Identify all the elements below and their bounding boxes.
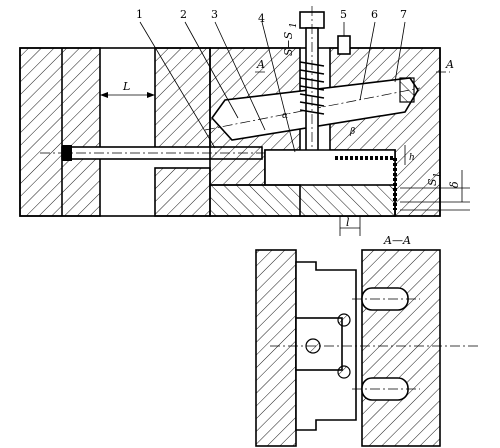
- label-dim-l: l: [346, 216, 350, 229]
- stop-pin: [337, 35, 351, 55]
- label-part-6: 6: [371, 8, 378, 21]
- main-section-view: 1 2 3 4 5 6 7 S−S 1 L A A α β h S 1 δ l: [19, 6, 470, 236]
- label-part-4: 4: [258, 12, 265, 25]
- label-dim-h: h: [409, 153, 415, 163]
- label-s-minus-s1: S−S: [282, 31, 295, 56]
- lower-guide-block: [154, 167, 211, 217]
- leader-lines: [139, 21, 406, 153]
- label-part-1: 1: [136, 8, 143, 21]
- label-dim-s1-sub: 1: [433, 172, 443, 178]
- left-fixed-plate: [19, 47, 101, 217]
- label-section-title: A—A: [383, 234, 411, 247]
- label-angle-beta: β: [349, 127, 355, 137]
- slide-tip: [399, 77, 415, 103]
- label-part-2: 2: [180, 8, 187, 21]
- label-dim-L: L: [122, 80, 130, 93]
- section-pin-top: [337, 313, 351, 327]
- label-angle-alpha: α: [282, 111, 288, 121]
- label-section-a-right: A: [445, 58, 454, 71]
- section-left-wall: [255, 249, 297, 447]
- label-section-a-left: A: [256, 58, 265, 71]
- section-right-wall: [361, 249, 441, 447]
- label-s-minus-s1-sub: 1: [289, 22, 299, 28]
- label-dim-delta: δ: [448, 181, 461, 188]
- molded-part: [335, 156, 397, 210]
- ejector-guide-plate: [154, 47, 211, 154]
- label-part-3: 3: [211, 8, 218, 21]
- section-view-a-a: A—A: [255, 234, 480, 447]
- section-pin-bottom: [337, 365, 351, 379]
- label-dim-s1: S: [426, 178, 439, 186]
- label-part-5: 5: [340, 8, 347, 21]
- bottom-plate: [209, 184, 396, 217]
- label-part-7: 7: [400, 8, 407, 21]
